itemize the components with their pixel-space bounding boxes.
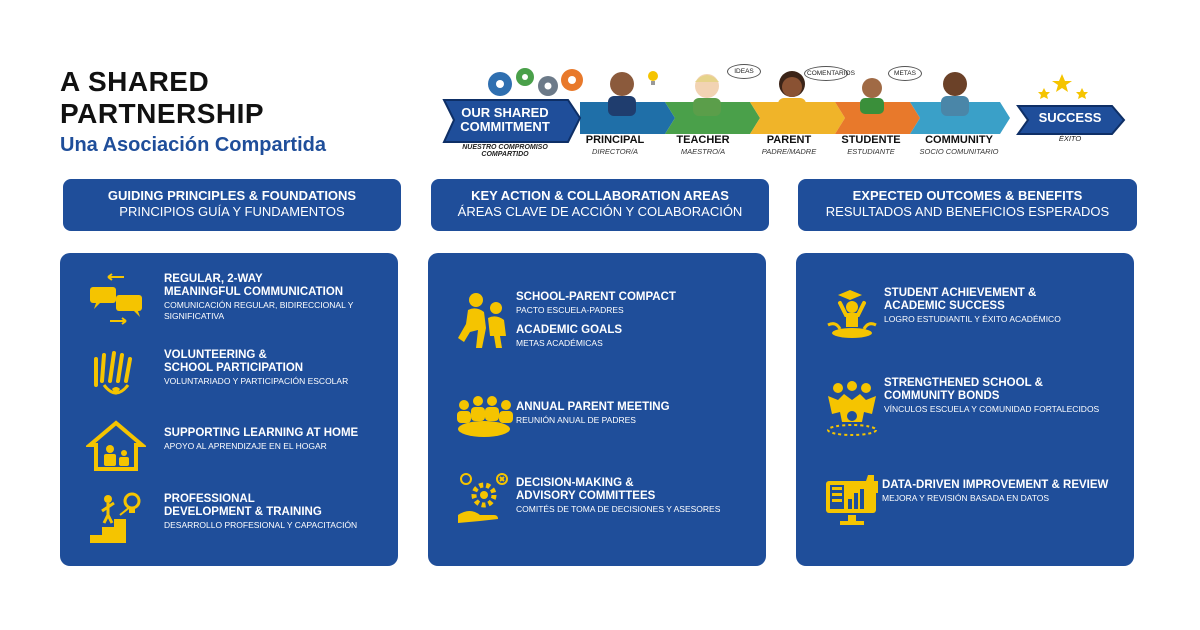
item-communication-es1: COMUNICACIÓN REGULAR, BIDIRECCIONAL Y — [164, 300, 354, 310]
node-teacher-sub: MAESTRO/A — [680, 147, 726, 156]
item-volunteering-es1: VOLUNTARIADO Y PARTICIPACIÓN ESCOLAR — [164, 376, 349, 386]
node-community-label: COMMUNITY — [925, 134, 993, 146]
commitment-line2: COMMITMENT — [460, 119, 550, 134]
item-professional-development-en2: DEVELOPMENT & TRAINING — [164, 506, 322, 518]
item-student-achievement-en1: STUDENT ACHIEVEMENT & — [884, 287, 1037, 299]
data-monitor-icon — [826, 475, 878, 525]
panel-expected-outcomes: STUDENT ACHIEVEMENT & ACADEMIC SUCCESS L… — [796, 253, 1134, 566]
item-decision-making-es1: COMITÉS DE TOMA DE DECISIONES Y ASESORES — [516, 504, 721, 514]
journey-graphic — [442, 68, 1126, 143]
node-student-sub: ESTUDIANTE — [847, 147, 895, 156]
node-student: STUDENTE ESTUDIANTE — [816, 134, 926, 158]
raised-hands-icon — [94, 351, 132, 395]
item-student-achievement-es1: LOGRO ESTUDIANTIL Y ÉXITO ACADÉMICO — [884, 314, 1061, 324]
item-community-bonds-es1: VÍNCULOS ESCUELA Y COMUNIDAD FORTALECIDO… — [884, 404, 1100, 414]
gears-icon — [488, 68, 583, 96]
node-teacher-label: TEACHER — [676, 134, 730, 146]
item-community-bonds-en2: COMMUNITY BONDS — [884, 390, 1000, 402]
community-icon — [941, 72, 969, 116]
commitment-label: OUR SHARED COMMITMENT — [450, 106, 560, 134]
node-principal-sub: DIRECTOR/A — [591, 147, 639, 156]
student-icon — [860, 78, 884, 114]
node-parent: PARENT PADRE/MADRE — [734, 134, 844, 158]
principal-icon — [608, 72, 636, 116]
item-data-driven-es1: MEJORA Y REVISIÓN BASADA EN DATOS — [882, 493, 1050, 503]
item-decision-making-en2: ADVISORY COMMITTEES — [516, 490, 656, 502]
item-compact-en1: SCHOOL-PARENT COMPACT — [516, 291, 676, 303]
node-community-sub: SOCIO COMUNITARIO — [919, 147, 999, 156]
community-group-icon — [827, 381, 877, 436]
lightbulb-icon — [648, 71, 658, 85]
success-label: SUCCESS — [1038, 110, 1102, 125]
header-expected-outcomes-en: EXPECTED OUTCOMES & BENEFITS — [852, 188, 1083, 203]
node-community: COMMUNITY SOCIO COMUNITARIO — [904, 134, 1014, 158]
header-key-action: KEY ACTION & COLLABORATION AREAS ÁREAS C… — [431, 179, 769, 231]
student-arrow — [835, 102, 920, 134]
node-parent-sub: PADRE/MADRE — [761, 147, 817, 156]
item-communication-en2: MEANINGFUL COMMUNICATION — [164, 286, 344, 298]
item-learning-home-en1: SUPPORTING LEARNING AT HOME — [164, 427, 359, 439]
home-learning-icon — [86, 420, 146, 471]
node-principal: PRINCIPAL DIRECTOR/A — [560, 134, 670, 158]
item-professional-development-en1: PROFESSIONAL — [164, 493, 255, 505]
header-expected-outcomes-es: RESULTADOS AND BENEFICIOS ESPERADOS — [825, 204, 1110, 219]
item-student-achievement-en2: ACADEMIC SUCCESS — [884, 300, 1005, 312]
meeting-table-icon — [457, 396, 513, 437]
page-subtitle: Una Asociación Compartida — [60, 134, 326, 156]
principal-arrow — [580, 102, 675, 134]
commitment-banner — [442, 99, 582, 143]
decision-gear-icon — [458, 473, 508, 523]
chat-bubbles-icon — [90, 273, 142, 325]
commitment-line1: OUR SHARED — [461, 105, 549, 120]
panel-key-action: SCHOOL-PARENT COMPACT PACTO ESCUELA-PADR… — [428, 253, 766, 566]
parent-child-icon — [458, 293, 506, 348]
teacher-icon — [693, 74, 721, 116]
community-arrow — [910, 102, 1010, 134]
page-title-line1: A SHARED — [60, 66, 210, 97]
teacher-arrow — [665, 102, 760, 134]
partnership-journey: OUR SHARED COMMITMENT NUESTRO COMPROMISO… — [440, 62, 1140, 172]
stairs-growth-icon — [90, 492, 141, 543]
node-principal-label: PRINCIPAL — [585, 134, 645, 146]
header-guiding-principles-es: PRINCIPIOS GUÍA Y FUNDAMENTOS — [119, 204, 345, 219]
item-decision-making-en1: DECISION-MAKING & — [516, 477, 634, 489]
item-professional-development-es1: DESARROLLO PROFESIONAL Y CAPACITACIÓN — [164, 520, 358, 530]
item-communication-es2: SIGNIFICATIVA — [164, 311, 225, 321]
panel-guiding-principles: REGULAR, 2-WAY MEANINGFUL COMMUNICATION … — [60, 253, 398, 566]
node-parent-label: PARENT — [766, 134, 812, 146]
item-communication-en1: REGULAR, 2-WAY — [164, 273, 263, 285]
item-data-driven-en1: DATA-DRIVEN IMPROVEMENT & REVIEW — [882, 479, 1109, 491]
item-learning-home-es1: APOYO AL APRENDIZAJE EN EL HOGAR — [164, 441, 327, 451]
comments-bubble: COMENTARIOS — [804, 66, 855, 81]
node-student-label: STUDENTE — [841, 134, 901, 146]
item-community-bonds-en1: STRENGTHENED SCHOOL & — [884, 377, 1043, 389]
item-annual-meeting-en1: ANNUAL PARENT MEETING — [516, 401, 670, 413]
goals-bubble: METAS — [888, 66, 922, 81]
page-title-line2: PARTNERSHIP — [60, 98, 265, 129]
stars-icon — [1038, 74, 1088, 99]
item-annual-meeting-es1: REUNIÓN ANUAL DE PADRES — [516, 415, 636, 425]
parent-arrow — [750, 102, 845, 134]
node-teacher: TEACHER MAESTRO/A — [648, 134, 758, 158]
item-volunteering-en2: SCHOOL PARTICIPATION — [164, 362, 304, 374]
commitment-sub: NUESTRO COMPROMISO COMPARTIDO — [462, 144, 548, 158]
item-academic-goals-es1: METAS ACADÉMICAS — [516, 338, 603, 348]
success-sub: ÉXITO — [1058, 134, 1082, 143]
ideas-bubble: IDEAS — [727, 64, 761, 79]
title-block: A SHARED PARTNERSHIP Una Asociación Comp… — [60, 66, 420, 157]
header-guiding-principles: GUIDING PRINCIPLES & FOUNDATIONS PRINCIP… — [63, 179, 401, 231]
success-banner — [1016, 105, 1126, 135]
parent-icon — [778, 71, 806, 116]
header-guiding-principles-en: GUIDING PRINCIPLES & FOUNDATIONS — [107, 188, 357, 203]
header-key-action-es: ÁREAS CLAVE DE ACCIÓN Y COLABORACIÓN — [457, 204, 743, 219]
header-key-action-en: KEY ACTION & COLLABORATION AREAS — [471, 188, 729, 203]
item-volunteering-en1: VOLUNTEERING & — [164, 349, 267, 361]
header-expected-outcomes: EXPECTED OUTCOMES & BENEFITS RESULTADOS … — [798, 179, 1137, 231]
item-compact-es1: PACTO ESCUELA-PADRES — [516, 305, 624, 315]
item-academic-goals-en1: ACADEMIC GOALS — [516, 324, 623, 336]
graduate-celebration-icon — [827, 290, 877, 338]
